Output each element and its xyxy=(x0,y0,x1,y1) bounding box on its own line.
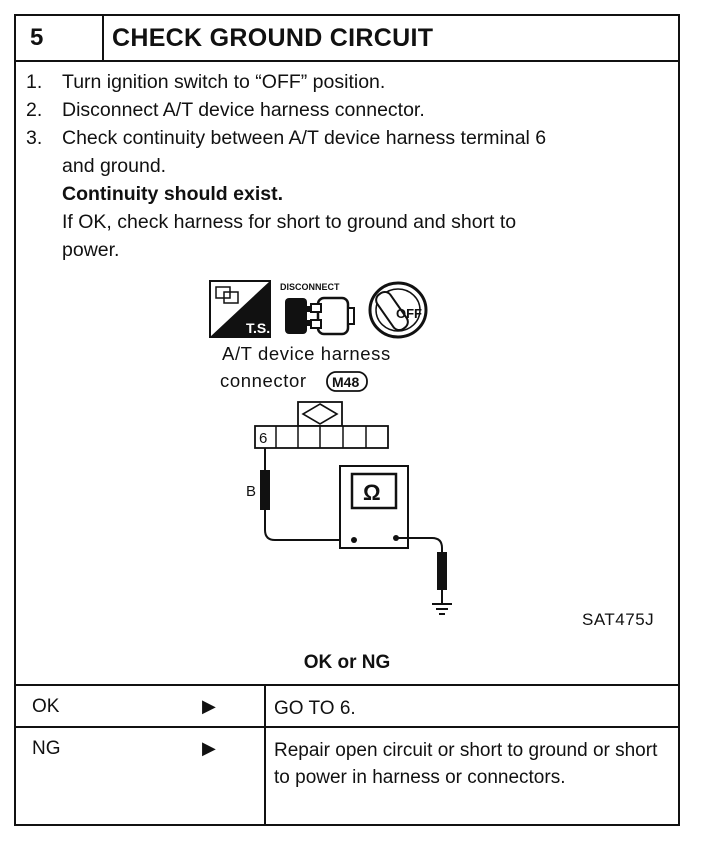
note-line: power. xyxy=(62,239,120,261)
step-item: 2. Disconnect A/T device harness connect… xyxy=(26,96,666,124)
step-item-number: 2. xyxy=(26,99,43,121)
result-row-ng: NG ▶ Repair open circuit or short to gro… xyxy=(16,726,678,824)
step-item: 3. Check continuity between A/T device h… xyxy=(26,124,666,152)
step-item-number: 3. xyxy=(26,127,43,149)
step-number: 5 xyxy=(16,16,104,60)
inspection-card: 5 CHECK GROUND CIRCUIT 1. Turn ignition … xyxy=(14,14,680,826)
result-row-ok: OK ▶ GO TO 6. xyxy=(16,684,678,726)
column-divider xyxy=(264,728,266,824)
result-action: Repair open circuit or short to ground o… xyxy=(274,740,658,788)
column-divider xyxy=(264,686,266,726)
step-item-text: Disconnect A/T device harness connector. xyxy=(62,99,425,121)
step-item-number: 1. xyxy=(26,71,43,93)
note-line: If OK, check harness for short to ground… xyxy=(62,211,517,233)
result-action: GO TO 6. xyxy=(274,698,356,719)
arrow-right-icon: ▶ xyxy=(202,738,216,758)
step-header: 5 CHECK GROUND CIRCUIT xyxy=(16,16,678,62)
procedure-steps: 1. Turn ignition switch to “OFF” positio… xyxy=(26,68,666,264)
step-continuation: and ground. xyxy=(62,155,167,177)
step-item-text: Check continuity between A/T device harn… xyxy=(62,127,547,149)
arrow-right-icon: ▶ xyxy=(202,696,216,716)
result-label: NG xyxy=(32,738,61,759)
expected-result: Continuity should exist. xyxy=(62,183,284,205)
step-item-text: Turn ignition switch to “OFF” position. xyxy=(62,71,386,93)
result-heading: OK or NG xyxy=(303,652,391,673)
step-item: 1. Turn ignition switch to “OFF” positio… xyxy=(26,68,666,96)
result-label: OK xyxy=(32,696,60,717)
step-title: CHECK GROUND CIRCUIT xyxy=(112,24,434,52)
figure-code: SAT475J xyxy=(582,610,655,629)
